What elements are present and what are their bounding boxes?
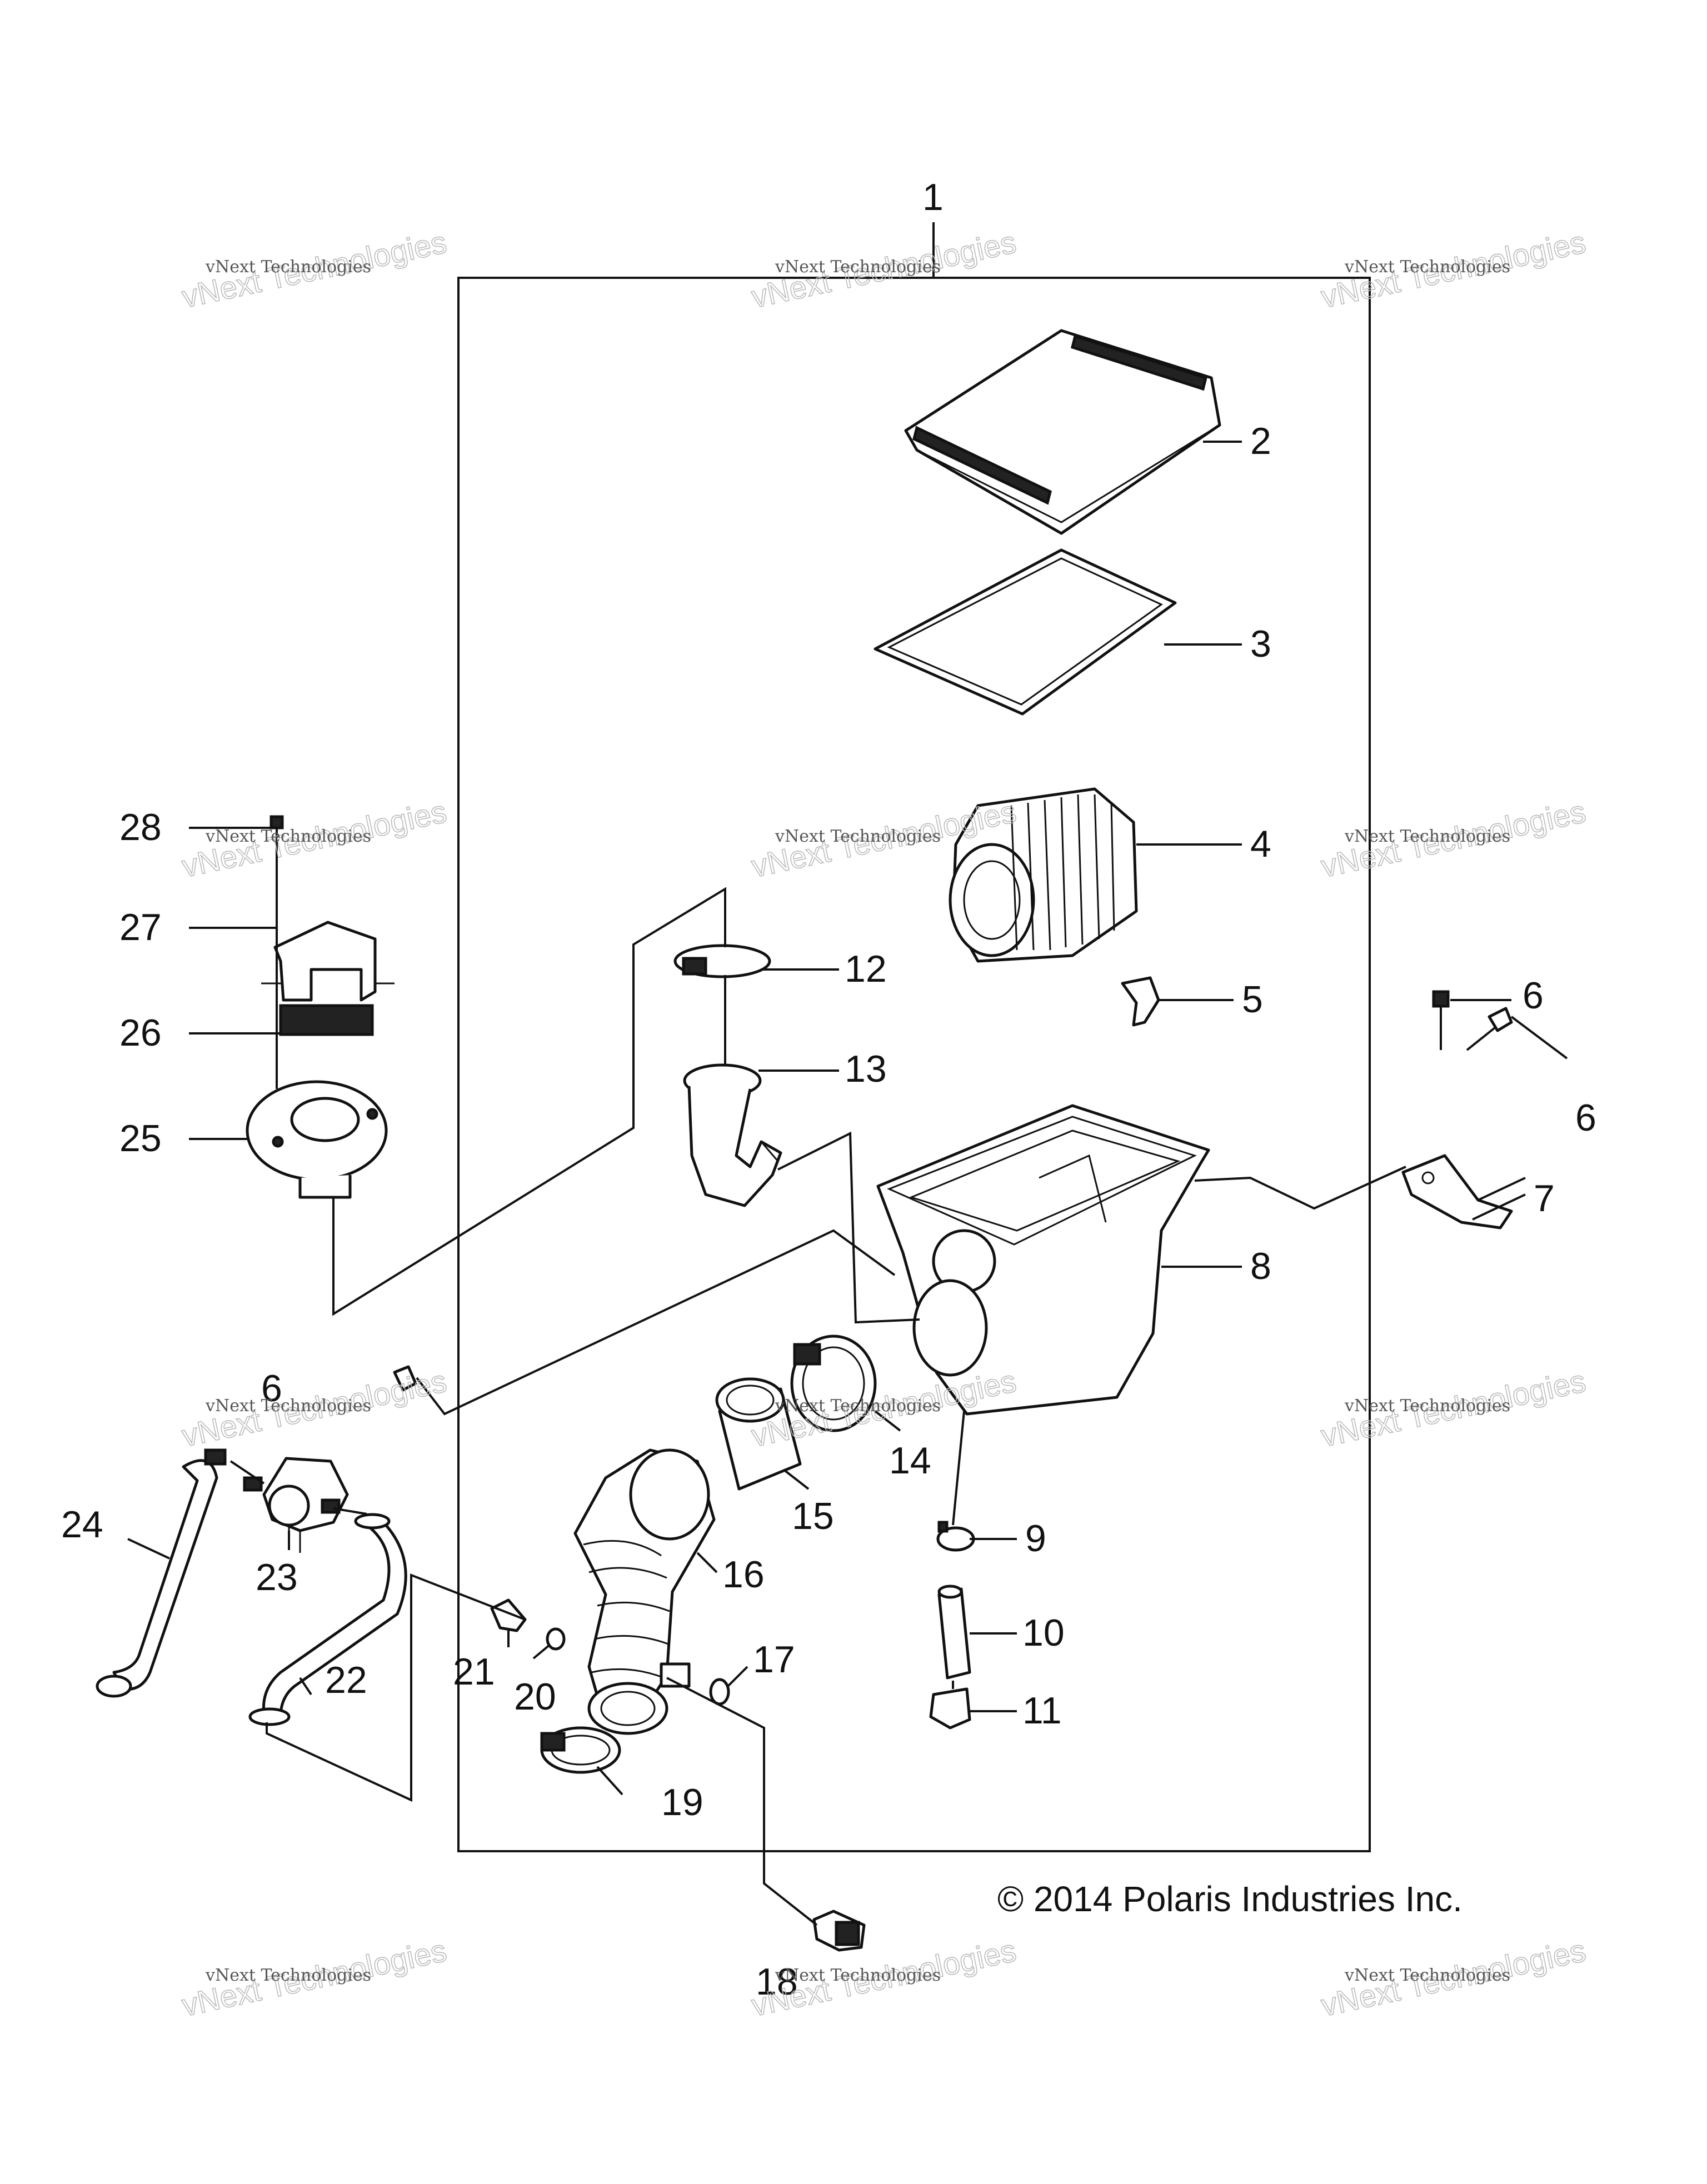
label-20: 20 — [514, 1676, 556, 1718]
label-7: 7 — [1534, 1177, 1555, 1220]
watermark-small: vNext Technologies — [1344, 827, 1510, 846]
watermark-small: vNext Technologies — [1344, 257, 1510, 277]
part-21-fitting — [490, 1598, 527, 1632]
connector-lines — [127, 441, 1568, 1926]
label-6-left: 6 — [261, 1367, 282, 1410]
part-13-elbow — [683, 1063, 782, 1207]
part-labels: 1 2 3 4 5 6 6 7 8 9 10 11 12 13 14 15 16… — [61, 176, 1596, 2003]
label-6-top: 6 — [1523, 974, 1544, 1017]
label-28: 28 — [119, 806, 162, 848]
label-3: 3 — [1250, 623, 1271, 665]
part-26-screen — [279, 1004, 374, 1036]
label-24: 24 — [61, 1503, 103, 1546]
part-19-clamp — [540, 1726, 621, 1774]
label-22: 22 — [325, 1659, 367, 1701]
label-15: 15 — [792, 1495, 834, 1537]
label-14: 14 — [889, 1440, 931, 1482]
part-9-clamp — [936, 1521, 975, 1552]
part-6-bolt-left — [393, 1365, 417, 1392]
label-17: 17 — [753, 1638, 795, 1681]
label-1: 1 — [922, 176, 944, 218]
part-16-intake-duct — [573, 1448, 716, 1735]
label-16: 16 — [722, 1553, 765, 1596]
part-22-hose — [248, 1513, 407, 1726]
copyright-text: © 2014 Polaris Industries Inc. — [997, 1879, 1463, 1919]
label-19: 19 — [661, 1781, 703, 1823]
watermark-small: vNext Technologies — [775, 1966, 941, 1985]
label-8: 8 — [1250, 1245, 1271, 1287]
part-12-clamp — [673, 944, 771, 978]
watermark-small: vNext Technologies — [1344, 1396, 1510, 1416]
part-7-bracket — [1401, 1154, 1513, 1230]
part-17-o-ring — [709, 1678, 730, 1706]
watermark-small: vNext Technologies — [205, 1396, 371, 1416]
part-3-gasket — [874, 548, 1177, 716]
watermark-small: vNext Technologies — [775, 827, 941, 846]
label-12: 12 — [845, 948, 887, 990]
label-10: 10 — [1022, 1612, 1065, 1654]
part-4-filter — [949, 787, 1138, 963]
part-6-bolt-top — [1432, 990, 1450, 1050]
watermark-small: vNext Technologies — [205, 257, 371, 277]
watermarks: vNext Technologies vNext Technologies vN… — [178, 224, 1589, 2023]
part-14-clamp — [790, 1335, 877, 1432]
part-5-clip — [1121, 976, 1160, 1027]
label-23: 23 — [256, 1556, 298, 1598]
part-25-base — [246, 1080, 388, 1199]
part-11-drain-valve — [929, 1687, 971, 1730]
label-26: 26 — [119, 1012, 162, 1054]
part-6-bolt-side — [1466, 1007, 1513, 1051]
part-18-sensor — [812, 1910, 866, 1952]
watermark-small: vNext Technologies — [775, 1396, 941, 1416]
label-6-right: 6 — [1575, 1097, 1596, 1139]
label-25: 25 — [119, 1117, 162, 1160]
watermark-small: vNext Technologies — [775, 257, 941, 277]
part-8-airbox — [876, 1104, 1210, 1416]
part-28-screw — [269, 815, 284, 867]
label-18: 18 — [756, 1961, 798, 2003]
label-11: 11 — [1022, 1690, 1062, 1732]
part-27-cap — [261, 921, 395, 1002]
label-21: 21 — [453, 1651, 495, 1693]
part-23-valve — [243, 1457, 349, 1553]
part-24-hose — [96, 1448, 227, 1698]
part-10-drain-tube — [937, 1585, 971, 1680]
assembly-box — [457, 277, 1371, 1852]
part-15-coupler — [715, 1377, 802, 1491]
label-13: 13 — [845, 1048, 887, 1090]
watermark-small: vNext Technologies — [205, 1966, 371, 1985]
label-2: 2 — [1250, 420, 1271, 462]
label-5: 5 — [1242, 978, 1263, 1021]
part-20-o-ring — [546, 1627, 566, 1651]
watermark-small: vNext Technologies — [205, 827, 371, 846]
part-2-cover — [904, 329, 1221, 535]
label-9: 9 — [1025, 1517, 1046, 1560]
watermark-small: vNext Technologies — [1344, 1966, 1510, 1985]
label-27: 27 — [119, 906, 162, 948]
label-4: 4 — [1250, 823, 1271, 865]
